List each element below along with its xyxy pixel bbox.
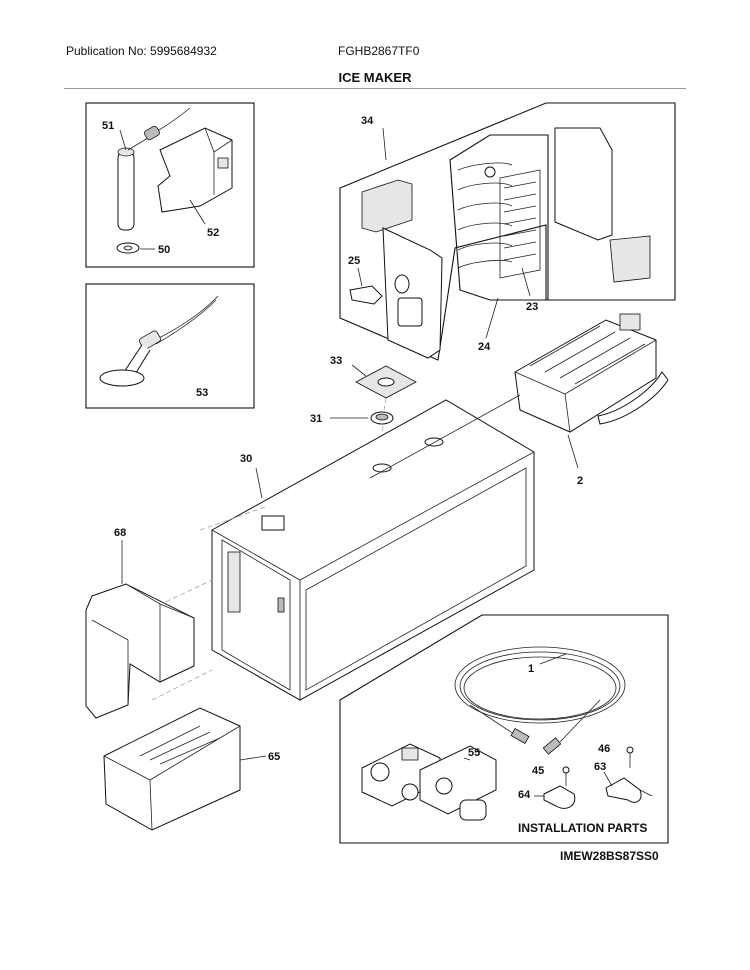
callout-55: 55 xyxy=(468,747,480,759)
inset-box-lower: 53 xyxy=(85,283,255,409)
part-68-cover xyxy=(85,583,195,719)
callout-24: 24 xyxy=(478,341,491,353)
callout-23: 23 xyxy=(526,301,538,313)
callout-33: 33 xyxy=(330,355,342,367)
evaporator-assembly-34: 34 25 23 24 xyxy=(339,102,676,361)
bin-65: 65 xyxy=(103,669,280,831)
callout-46: 46 xyxy=(598,743,610,755)
part-45-screw xyxy=(562,766,570,774)
ice-maker-arm xyxy=(597,371,669,425)
part-63-clamp xyxy=(605,777,642,803)
part-55-water-valve xyxy=(361,743,497,821)
callout-51: 51 xyxy=(102,120,114,132)
callout-65: 65 xyxy=(268,751,280,763)
callout-2: 2 xyxy=(577,475,583,487)
callout-34: 34 xyxy=(361,115,374,127)
callout-50: 50 xyxy=(158,244,170,256)
part-64-clamp xyxy=(543,785,576,809)
evaporator-back-panel xyxy=(382,227,443,359)
duct-cover-right xyxy=(554,127,613,241)
installation-parts-label: INSTALLATION PARTS xyxy=(518,821,647,835)
callout-31: 31 xyxy=(310,413,322,425)
callout-25: 25 xyxy=(348,255,360,267)
callout-68: 68 xyxy=(114,527,126,539)
ice-maker-2: 2 xyxy=(514,313,669,487)
gasket-group: 33 31 xyxy=(310,355,417,463)
callout-1: 1 xyxy=(528,663,534,675)
publication-number: Publication No: 5995684932 xyxy=(66,44,217,58)
diagram-code: IMEW28BS87SS0 xyxy=(560,849,659,863)
ice-box-housing-30: 30 xyxy=(143,394,535,701)
foam-block-left xyxy=(361,179,413,233)
part-25-bracket xyxy=(349,285,383,305)
part-46-screw xyxy=(626,746,634,754)
installation-parts-box: 1 55 46 45 64 63 INSTALLATION PARTS xyxy=(339,614,669,844)
part-51-tube xyxy=(117,151,135,231)
part-1-water-tube xyxy=(454,646,626,724)
callout-63: 63 xyxy=(594,761,606,773)
inset-box-upper: 51 52 50 xyxy=(85,102,255,268)
callout-45: 45 xyxy=(532,765,544,777)
part-52-cover xyxy=(157,127,233,213)
callout-53: 53 xyxy=(196,387,208,399)
header-divider xyxy=(64,88,686,89)
model-number: FGHB2867TF0 xyxy=(338,44,420,58)
ice-maker-body xyxy=(514,319,657,433)
part-65-bin xyxy=(103,707,241,831)
page-title: ICE MAKER xyxy=(338,70,412,85)
callout-52: 52 xyxy=(207,227,219,239)
callout-30: 30 xyxy=(240,453,252,465)
callout-64: 64 xyxy=(518,789,531,801)
cover-68: 68 xyxy=(85,527,195,719)
